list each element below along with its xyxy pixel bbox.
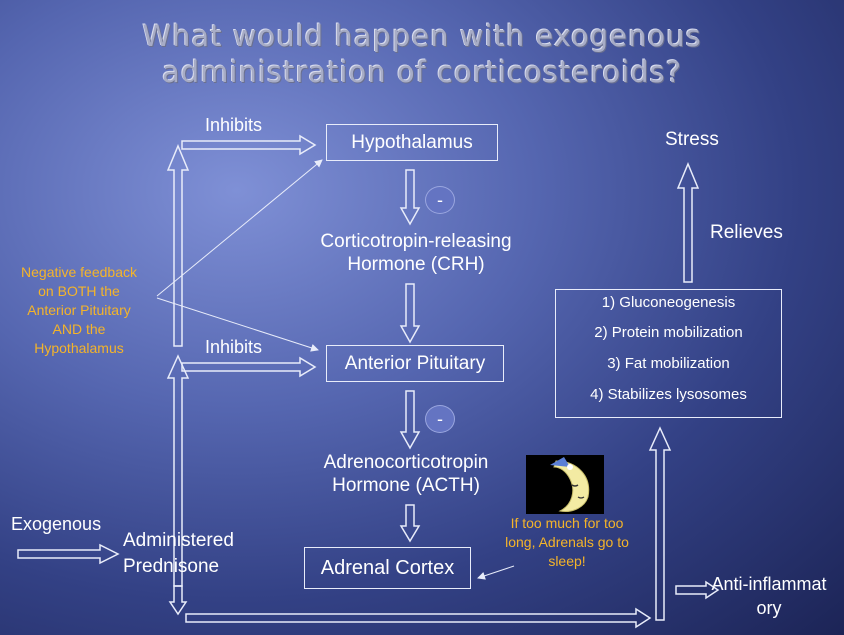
line-feedback-to-hypothalamus [156,159,323,297]
arrow-up-upper-left [166,144,190,347]
line-note-to-adrenal [477,565,515,580]
inhibits-label-top: Inhibits [205,115,263,135]
line-feedback-to-pituitary [156,297,319,352]
negative-feedback-line-1: Negative feedback [21,264,137,280]
arrow-down-left [168,585,188,616]
hypothalamus-label: Hypothalamus [351,131,473,153]
negative-feedback-line-3: Anterior Pituitary [27,302,131,318]
effect-item: 3) Fat mobilization [607,355,730,372]
title-line-1: What would happen with exogenous [142,19,702,53]
title-line-2: administration of corticosteroids? [161,55,683,89]
acth-text: Adrenocorticotropin Hormone (ACTH) [296,451,516,497]
arrow-inhibits-pituitary [181,356,317,378]
inhibits-label-bottom: Inhibits [205,337,263,357]
anterior-pituitary-label: Anterior Pituitary [344,352,486,374]
negative-feedback-line-4: AND the [52,321,106,337]
minus-badge-crh: - [425,186,455,214]
effect-item: 4) Stabilizes lysosomes [590,386,747,403]
administered-line-1: Administered [123,530,234,551]
arrow-pituitary-to-acth [399,390,421,450]
anterior-pituitary-box: Anterior Pituitary [326,345,504,382]
effects-box: 1) Gluconeogenesis 2) Protein mobilizati… [555,289,782,418]
anti-inflammatory-line-1: Anti-inflammat [711,574,827,594]
crh-line-1: Corticotropin-releasing [320,231,512,252]
sleeping-moon-icon [526,455,604,514]
adrenal-cortex-label: Adrenal Cortex [320,556,455,579]
negative-feedback-line-5: Hypothalamus [34,340,124,356]
administered-line-2: Prednisone [123,556,220,577]
acth-line-2: Hormone (ACTH) [332,475,480,496]
adrenal-note-line-1: If too much for too [510,515,624,531]
slide-title: What would happen with exogenous adminis… [0,18,844,90]
adrenal-cortex-box: Adrenal Cortex [304,547,471,589]
negative-feedback-note: Negative feedback on BOTH the Anterior P… [4,263,154,358]
adrenal-note-line-3: sleep! [548,553,586,569]
minus-badge-acth: - [425,405,455,433]
hypothalamus-box: Hypothalamus [326,124,498,161]
stress-label: Stress [665,129,719,150]
arrow-bottom-right [185,607,652,629]
acth-line-1: Adrenocorticotropin [323,452,489,473]
arrow-exogenous [17,543,120,565]
arrow-anti-inflammatory [675,580,720,600]
arrow-up-to-effects [648,426,672,621]
adrenal-sleep-note: If too much for too long, Adrenals go to… [492,514,642,571]
anti-inflammatory-label: Anti-inflammat ory [696,572,842,620]
arrow-crh-to-pituitary [399,283,421,344]
adrenal-note-line-2: long, Adrenals go to [505,534,629,550]
arrow-inhibits-hypothalamus [181,134,317,156]
exogenous-label: Exogenous [11,514,102,534]
relieves-label: Relieves [710,222,783,243]
effect-item: 2) Protein mobilization [594,324,743,341]
administered-prednisone-label: Administered Prednisone [123,528,234,580]
anti-inflammatory-line-2: ory [756,598,782,618]
arrow-up-lower-left [166,354,190,587]
crh-line-2: Hormone (CRH) [347,254,485,275]
arrow-relieves-stress [676,162,700,283]
effect-item: 1) Gluconeogenesis [601,294,736,311]
negative-feedback-line-2: on BOTH the [38,283,120,299]
crh-text: Corticotropin-releasing Hormone (CRH) [296,230,536,276]
arrow-acth-to-adrenal [399,504,421,543]
arrow-hypo-to-crh [399,169,421,226]
